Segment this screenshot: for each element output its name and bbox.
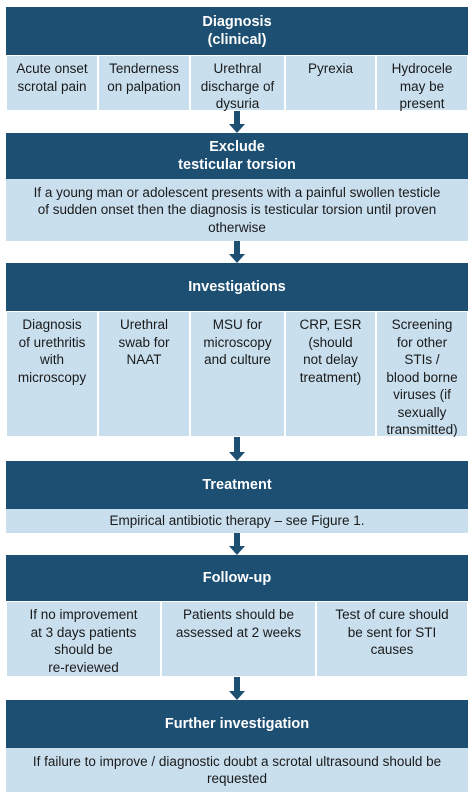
flow-arrow (229, 241, 245, 263)
diagnosis-row: Acute onset scrotal pain Tenderness on p… (6, 55, 468, 111)
investigation-item: MSU for microscopy and culture (190, 311, 285, 437)
diagnosis-item: Hydrocele may be present (376, 55, 468, 111)
followup-row: If no improvement at 3 days patients sho… (6, 601, 468, 677)
exclude-text: If a young man or adolescent presents wi… (6, 179, 468, 241)
exclude-header: Exclude testicular torsion (6, 133, 468, 179)
treatment-text: Empirical antibiotic therapy – see Figur… (6, 509, 468, 533)
flow-arrow (229, 533, 245, 555)
diagnosis-item: Pyrexia (285, 55, 376, 111)
followup-item: Test of cure should be sent for STI caus… (316, 601, 468, 677)
investigation-item: Screening for other STIs / blood borne v… (376, 311, 468, 437)
investigation-item: CRP, ESR (should not delay treatment) (285, 311, 376, 437)
investigation-item: Diagnosis of urethritis with microscopy (6, 311, 98, 437)
followup-item: Patients should be assessed at 2 weeks (161, 601, 316, 677)
investigation-item: Urethral swab for NAAT (98, 311, 190, 437)
diagnosis-item: Acute onset scrotal pain (6, 55, 98, 111)
investigations-header: Investigations (6, 263, 468, 311)
followup-item: If no improvement at 3 days patients sho… (6, 601, 161, 677)
followup-header: Follow-up (6, 555, 468, 601)
further-text: If failure to improve / diagnostic doubt… (6, 748, 468, 792)
flow-arrow (229, 677, 245, 700)
investigations-row: Diagnosis of urethritis with microscopy … (6, 311, 468, 437)
flow-arrow (229, 111, 245, 133)
treatment-header: Treatment (6, 461, 468, 509)
flow-arrow (229, 437, 245, 461)
diagnosis-item: Urethral discharge of dysuria (190, 55, 285, 111)
diagnosis-header: Diagnosis (clinical) (6, 7, 468, 55)
diagnosis-item: Tenderness on palpation (98, 55, 190, 111)
further-header: Further investigation (6, 700, 468, 748)
